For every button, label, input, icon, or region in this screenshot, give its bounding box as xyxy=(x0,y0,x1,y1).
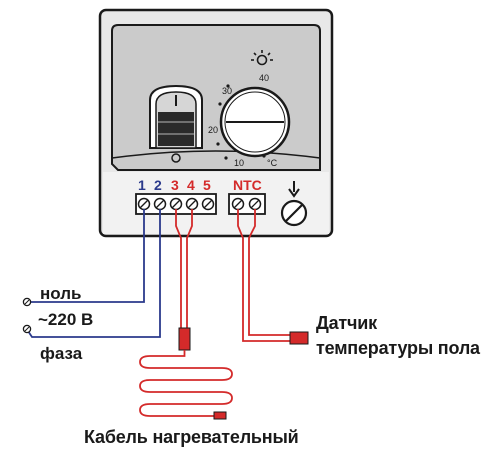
terminal-screw-ntc-2[interactable] xyxy=(248,197,262,211)
heating-element-coil xyxy=(139,350,233,417)
sensor-label-line1: Датчик xyxy=(316,313,377,333)
terminal-block-ntc xyxy=(228,193,266,215)
sensor-wires xyxy=(237,209,309,345)
ground-screw-icon[interactable] xyxy=(280,199,308,227)
temperature-dial[interactable] xyxy=(216,84,291,160)
cable-label: Кабель нагревательный xyxy=(84,427,299,447)
terminal-screw-4[interactable] xyxy=(185,197,199,211)
terminal-screw-3[interactable] xyxy=(169,197,183,211)
supply-wires xyxy=(22,209,161,338)
terminal-screw-ntc-1[interactable] xyxy=(231,197,245,211)
terminal-number-5: 5 xyxy=(203,177,211,193)
floor-sensor-probe xyxy=(289,331,309,345)
voltage-label: ~220 В xyxy=(38,310,94,329)
heating-cable xyxy=(139,209,233,420)
cable-connector xyxy=(178,327,191,351)
terminal-screw-1[interactable] xyxy=(137,197,151,211)
terminal-number-4: 4 xyxy=(187,177,195,193)
neutral-label: ноль xyxy=(40,284,82,303)
scale-label-40: 40 xyxy=(259,73,269,83)
terminal-number-2: 2 xyxy=(154,177,162,193)
arrow-down-icon xyxy=(288,181,300,198)
scale-label-10: 10 xyxy=(234,158,244,168)
sun-icon xyxy=(251,50,273,66)
cable-end-cap xyxy=(213,411,227,420)
terminal-screw-5[interactable] xyxy=(201,197,215,211)
ntc-label: NTC xyxy=(233,177,262,193)
sensor-label-line2: температуры пола xyxy=(316,338,480,358)
scale-label-30: 30 xyxy=(222,86,232,96)
panel-edge-curve xyxy=(111,150,321,159)
unit-label: °C xyxy=(267,158,278,168)
terminal-screw-2[interactable] xyxy=(153,197,167,211)
indicator-led xyxy=(171,153,181,163)
terminal-number-3: 3 xyxy=(171,177,179,193)
terminal-number-1: 1 xyxy=(138,177,146,193)
terminal-block-main xyxy=(135,193,217,215)
thermostat-front-panel xyxy=(111,24,321,171)
wire-phase xyxy=(27,209,161,338)
thermostat-unit: 40 30 20 10 °C 1 2 3 4 5 NTC xyxy=(98,8,334,238)
phase-label: фаза xyxy=(40,344,83,363)
switch-rocker xyxy=(158,112,194,146)
wire-neutral xyxy=(30,209,145,303)
scale-label-20: 20 xyxy=(208,125,218,135)
power-switch[interactable] xyxy=(149,84,203,163)
